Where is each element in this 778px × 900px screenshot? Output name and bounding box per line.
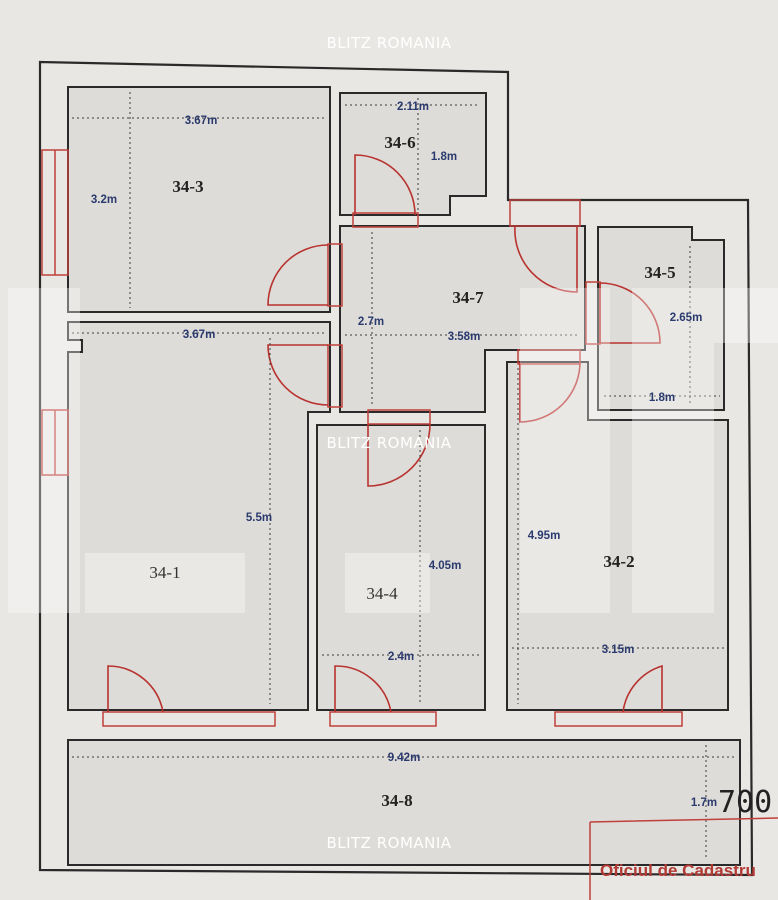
room-label-34-4: 34-4 xyxy=(366,584,398,603)
watermark-block xyxy=(8,288,80,613)
room-label-34-1: 34-1 xyxy=(149,563,180,582)
door-frame-34-4 xyxy=(367,409,431,425)
room-34-6 xyxy=(339,92,487,216)
dim-label-34-1-width: 3.67m xyxy=(183,329,216,341)
dim-label-34-4-width: 2.4m xyxy=(388,651,414,663)
dim-label-34-3-height: 3.2m xyxy=(91,194,117,206)
door-frame-34-3 xyxy=(327,243,343,307)
balcony-frame-3 xyxy=(554,711,683,727)
dim-label-34-8-height: 1.7m xyxy=(691,797,717,809)
room-34-3 xyxy=(67,86,331,313)
dim-label-34-2-height: 4.95m xyxy=(528,530,561,542)
dim-label-34-4-height: 4.05m xyxy=(429,560,462,572)
watermark-block xyxy=(632,343,714,613)
door-frame-34-1 xyxy=(327,344,343,408)
door-swing-34-2 xyxy=(519,361,581,423)
dim-label-34-7-height: 2.7m xyxy=(358,316,384,328)
watermark-block xyxy=(85,553,245,613)
room-34-4 xyxy=(316,424,486,711)
door-frame-entrance xyxy=(509,199,581,227)
watermark-block xyxy=(345,553,430,613)
watermark-block xyxy=(520,288,610,613)
room-label-34-8: 34-8 xyxy=(381,791,412,810)
room-label-34-3: 34-3 xyxy=(172,177,203,196)
door-swing-balcony-3 xyxy=(622,664,663,713)
dim-label-34-2-width: 3.15m xyxy=(602,644,635,656)
room-34-5 xyxy=(597,226,725,411)
watermark-text-top: BLITZ ROMANIA xyxy=(326,34,451,52)
room-label-34-2: 34-2 xyxy=(603,552,634,571)
stamp-border xyxy=(589,817,778,900)
door-frame-34-6 xyxy=(352,212,419,228)
door-swing-balcony-2 xyxy=(334,665,392,713)
dim-label-34-8-width: 9.42m xyxy=(388,752,421,764)
room-label-34-6: 34-6 xyxy=(384,133,415,152)
dim-label-34-5-width: 1.8m xyxy=(649,392,675,404)
watermark-text-middle: BLITZ ROMANIA xyxy=(326,434,451,452)
door-swing-34-4 xyxy=(367,423,431,487)
room-34-8 xyxy=(67,739,741,866)
door-frame-34-2 xyxy=(517,349,581,365)
stamp-office-text: Oficiul de Cadastru xyxy=(600,861,756,880)
dim-label-34-7-width: 3.58m xyxy=(448,331,481,343)
dim-label-34-6-height: 1.8m xyxy=(431,151,457,163)
door-swing-34-1 xyxy=(267,344,329,406)
door-swing-balcony-1 xyxy=(107,665,164,713)
room-34-7 xyxy=(339,225,586,413)
dim-label-34-6-width: 2.11m xyxy=(397,101,429,113)
stamp-number: 700 xyxy=(718,785,772,820)
room-label-34-7: 34-7 xyxy=(452,288,484,307)
door-swing-entrance xyxy=(514,225,578,293)
door-swing-34-5 xyxy=(599,282,661,344)
watermark-block xyxy=(632,288,778,343)
outer-wall xyxy=(38,60,754,877)
balcony-frame-2 xyxy=(329,711,437,727)
door-swing-34-3 xyxy=(267,244,329,306)
door-swing-34-6 xyxy=(354,154,416,216)
room-label-34-5: 34-5 xyxy=(644,263,675,282)
room-34-2 xyxy=(506,361,729,711)
dim-label-34-1-height: 5.5m xyxy=(246,512,272,524)
balcony-frame-1 xyxy=(102,711,276,727)
room-34-1 xyxy=(67,321,331,711)
dim-label-34-3-width: 3.67m xyxy=(185,115,218,127)
dim-label-34-5-height: 2.65m xyxy=(670,312,703,324)
watermark-text-bottom: BLITZ ROMANIA xyxy=(326,834,451,852)
